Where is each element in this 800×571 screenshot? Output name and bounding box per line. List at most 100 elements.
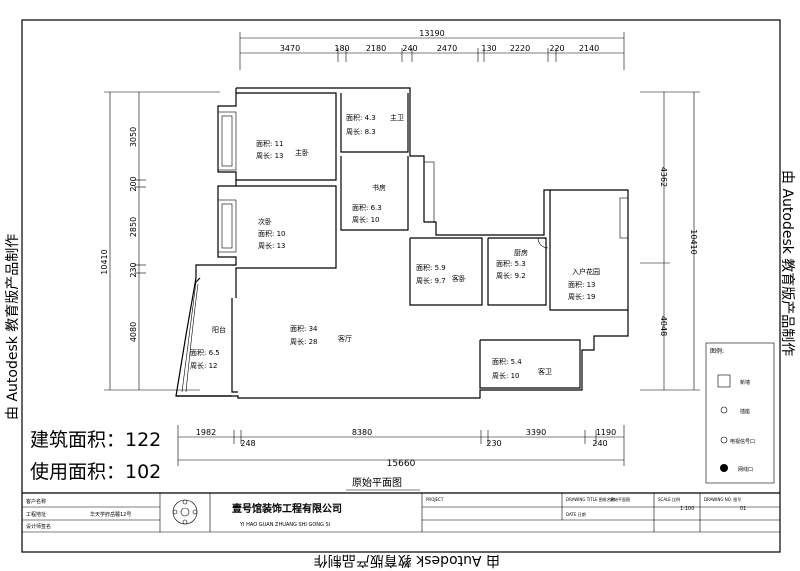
room-perimeter: 周长: 12 xyxy=(190,361,218,370)
company-name-en: YI HAO GUAN ZHUANG SHI GONG SI xyxy=(239,522,330,528)
dimension-left: 10410 3050 200 2850 230 4080 xyxy=(100,91,220,391)
room-name: 客卧 xyxy=(452,274,466,283)
room-entry-garden: 入户花园 面积: 13 周长: 19 xyxy=(568,267,600,301)
room-perimeter: 周长: 28 xyxy=(290,337,318,346)
dim-left-seg-1: 200 xyxy=(129,176,138,191)
drawing-border xyxy=(21,19,781,553)
legend-item-outlet: 插座 xyxy=(740,408,750,415)
room-name: 入户花园 xyxy=(572,267,600,276)
scale-label: SCALE 比例 xyxy=(658,496,680,502)
room-name: 主卫 xyxy=(390,113,404,122)
dim-top-total: 13190 xyxy=(419,29,444,38)
company-name-cn: 壹号馆装饰工程有限公司 xyxy=(232,502,342,515)
drawing-no-label: DRAWING NO. 图号 xyxy=(704,496,741,502)
dim-left-seg-2: 2850 xyxy=(129,217,138,237)
room-guest-bedroom: 客卧 面积: 5.9 周长: 9.7 xyxy=(416,263,466,285)
dim-top-seg-1: 180 xyxy=(334,44,349,53)
dimension-right: 4362 4048 10410 xyxy=(640,91,700,391)
room-kitchen: 厨房 面积: 5.3 周长: 9.2 xyxy=(496,248,528,280)
dimension-bottom: 1982 248 8380 230 3390 1190 240 15660 xyxy=(177,425,625,469)
dim-right-seg-0: 4362 xyxy=(659,167,668,187)
banner-right: 由 Autodesk 教育版产品制作 xyxy=(779,170,795,356)
project-address-value: 华天学府岳麓12号 xyxy=(90,511,131,518)
room-name: 书房 xyxy=(372,183,386,192)
dimension-top: 13190 3470 180 2180 240 2470 130 2220 22… xyxy=(239,29,625,70)
room-perimeter: 周长: 10 xyxy=(492,371,520,380)
room-area: 面积: 5.4 xyxy=(492,357,522,366)
client-name-label: 客户名称 xyxy=(26,498,46,505)
project-address-label: 工程地址 xyxy=(26,511,46,518)
room-perimeter: 周长: 10 xyxy=(352,215,380,224)
dim-top-seg-4: 2470 xyxy=(437,44,457,53)
tv-signal-icon xyxy=(720,436,728,444)
title-block: 客户名称 工程地址 设计师签名 华天学府岳麓12号 壹号馆装饰工程有限公司 YI… xyxy=(22,493,780,533)
legend-item-new-wall: 新墙 xyxy=(740,379,750,386)
new-wall-icon xyxy=(717,374,731,388)
room-area: 面积: 4.3 xyxy=(346,113,376,122)
room-name: 客厅 xyxy=(338,334,352,343)
dim-top-seg-3: 240 xyxy=(402,44,417,53)
legend-item-network: 网线口 xyxy=(738,466,753,473)
room-second-bedroom: 次卧 面积: 10 周长: 13 xyxy=(258,217,286,250)
company-logo-icon xyxy=(172,499,198,525)
room-master-bath: 主卫 面积: 4.3 周长: 8.3 xyxy=(346,113,404,136)
drawing-no-value: 01 xyxy=(740,506,746,512)
room-name: 次卧 xyxy=(258,217,272,226)
room-perimeter: 周长: 9.7 xyxy=(416,276,446,285)
drawing-title-label: DRAWING TITLE 图纸名称 xyxy=(566,496,615,502)
banner-bottom: 由 Autodesk 教育版产品制作 xyxy=(314,552,500,568)
scale-value: 1:100 xyxy=(680,506,694,512)
dim-bottom-seg-6: 240 xyxy=(592,439,607,448)
room-master-bedroom: 主卧 面积: 11 周长: 13 xyxy=(256,139,309,160)
legend-title: 图例: xyxy=(710,347,724,355)
dim-right-seg-1: 4048 xyxy=(659,316,668,336)
legend: 图例: 新墙 插座 电视信号口 网线口 xyxy=(705,342,775,484)
room-area: 面积: 11 xyxy=(256,139,284,148)
date-label: DATE 日期 xyxy=(566,511,586,517)
dim-right-total: 10410 xyxy=(689,229,698,254)
legend-item-tv: 电视信号口 xyxy=(730,438,755,445)
room-name: 主卧 xyxy=(295,148,309,157)
room-area: 面积: 6.3 xyxy=(352,203,382,212)
dim-bottom-seg-4: 3390 xyxy=(526,428,546,437)
dim-bottom-seg-2: 8380 xyxy=(352,428,372,437)
dim-top-seg-7: 220 xyxy=(549,44,564,53)
walls xyxy=(175,87,629,399)
plan-title: 原始平面图 xyxy=(352,476,402,489)
room-perimeter: 周长: 13 xyxy=(256,151,284,160)
room-guest-bath: 客卫 面积: 5.4 周长: 10 xyxy=(492,357,552,380)
room-area: 面积: 5.3 xyxy=(496,259,526,268)
room-area: 面积: 6.5 xyxy=(190,348,220,357)
network-port-icon xyxy=(720,464,728,472)
room-balcony: 阳台 面积: 6.5 周长: 12 xyxy=(190,325,226,370)
project-label: PROJECT xyxy=(426,497,444,502)
room-name: 阳台 xyxy=(212,325,226,334)
dim-top-seg-2: 2180 xyxy=(366,44,386,53)
room-area: 面积: 34 xyxy=(290,324,318,333)
dim-top-seg-5: 130 xyxy=(481,44,496,53)
dim-top-seg-6: 2220 xyxy=(510,44,530,53)
dim-bottom-total: 15660 xyxy=(387,459,416,469)
outlet-icon xyxy=(720,406,728,414)
room-name: 客卫 xyxy=(538,367,552,376)
room-area: 面积: 10 xyxy=(258,229,286,238)
room-area: 面积: 13 xyxy=(568,280,596,289)
usable-area-label: 使用面积：102 xyxy=(30,461,161,483)
dim-left-total: 10410 xyxy=(100,249,109,274)
room-study: 书房 面积: 6.3 周长: 10 xyxy=(352,183,386,224)
dim-bottom-seg-0: 1982 xyxy=(196,428,216,437)
designer-signature-label: 设计师签名 xyxy=(26,523,51,530)
dim-top-seg-0: 3470 xyxy=(280,44,300,53)
room-name: 厨房 xyxy=(514,248,528,257)
dim-top-seg-8: 2140 xyxy=(579,44,599,53)
banner-left: 由 Autodesk 教育版产品制作 xyxy=(5,234,21,420)
room-perimeter: 周长: 13 xyxy=(258,241,286,250)
building-area-label: 建筑面积：122 xyxy=(30,429,161,451)
room-perimeter: 周长: 9.2 xyxy=(496,271,526,280)
room-area: 面积: 5.9 xyxy=(416,263,446,272)
dim-bottom-seg-3: 230 xyxy=(486,439,501,448)
dim-left-seg-4: 4080 xyxy=(129,322,138,342)
room-perimeter: 周长: 8.3 xyxy=(346,127,376,136)
room-living-room: 客厅 面积: 34 周长: 28 xyxy=(290,324,352,346)
